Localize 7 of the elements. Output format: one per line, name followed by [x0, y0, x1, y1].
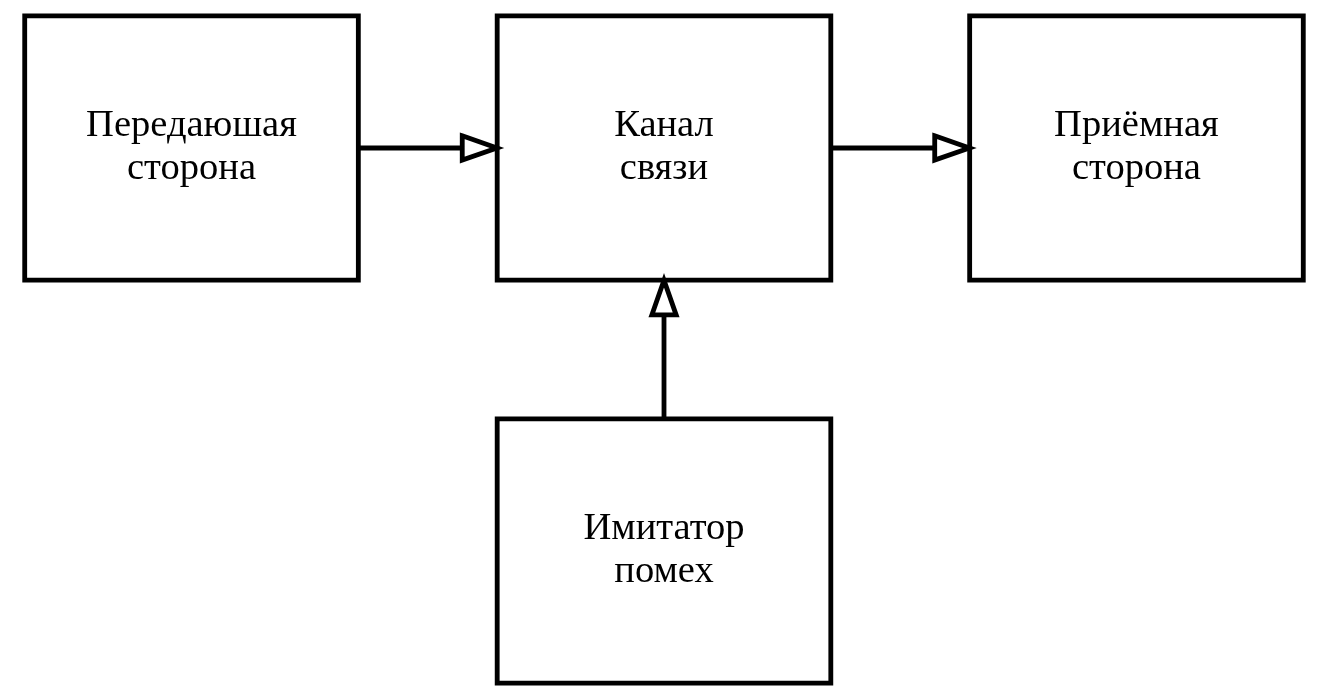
arrow: [647, 272, 680, 419]
node-box: Канал связи: [494, 13, 833, 283]
node-box: Приёмная сторона: [966, 13, 1306, 283]
arrow: [830, 132, 977, 164]
arrow: [358, 132, 504, 164]
node-box: Имитатор помех: [494, 416, 833, 686]
node-box: Передаюшая сторона: [21, 13, 361, 283]
